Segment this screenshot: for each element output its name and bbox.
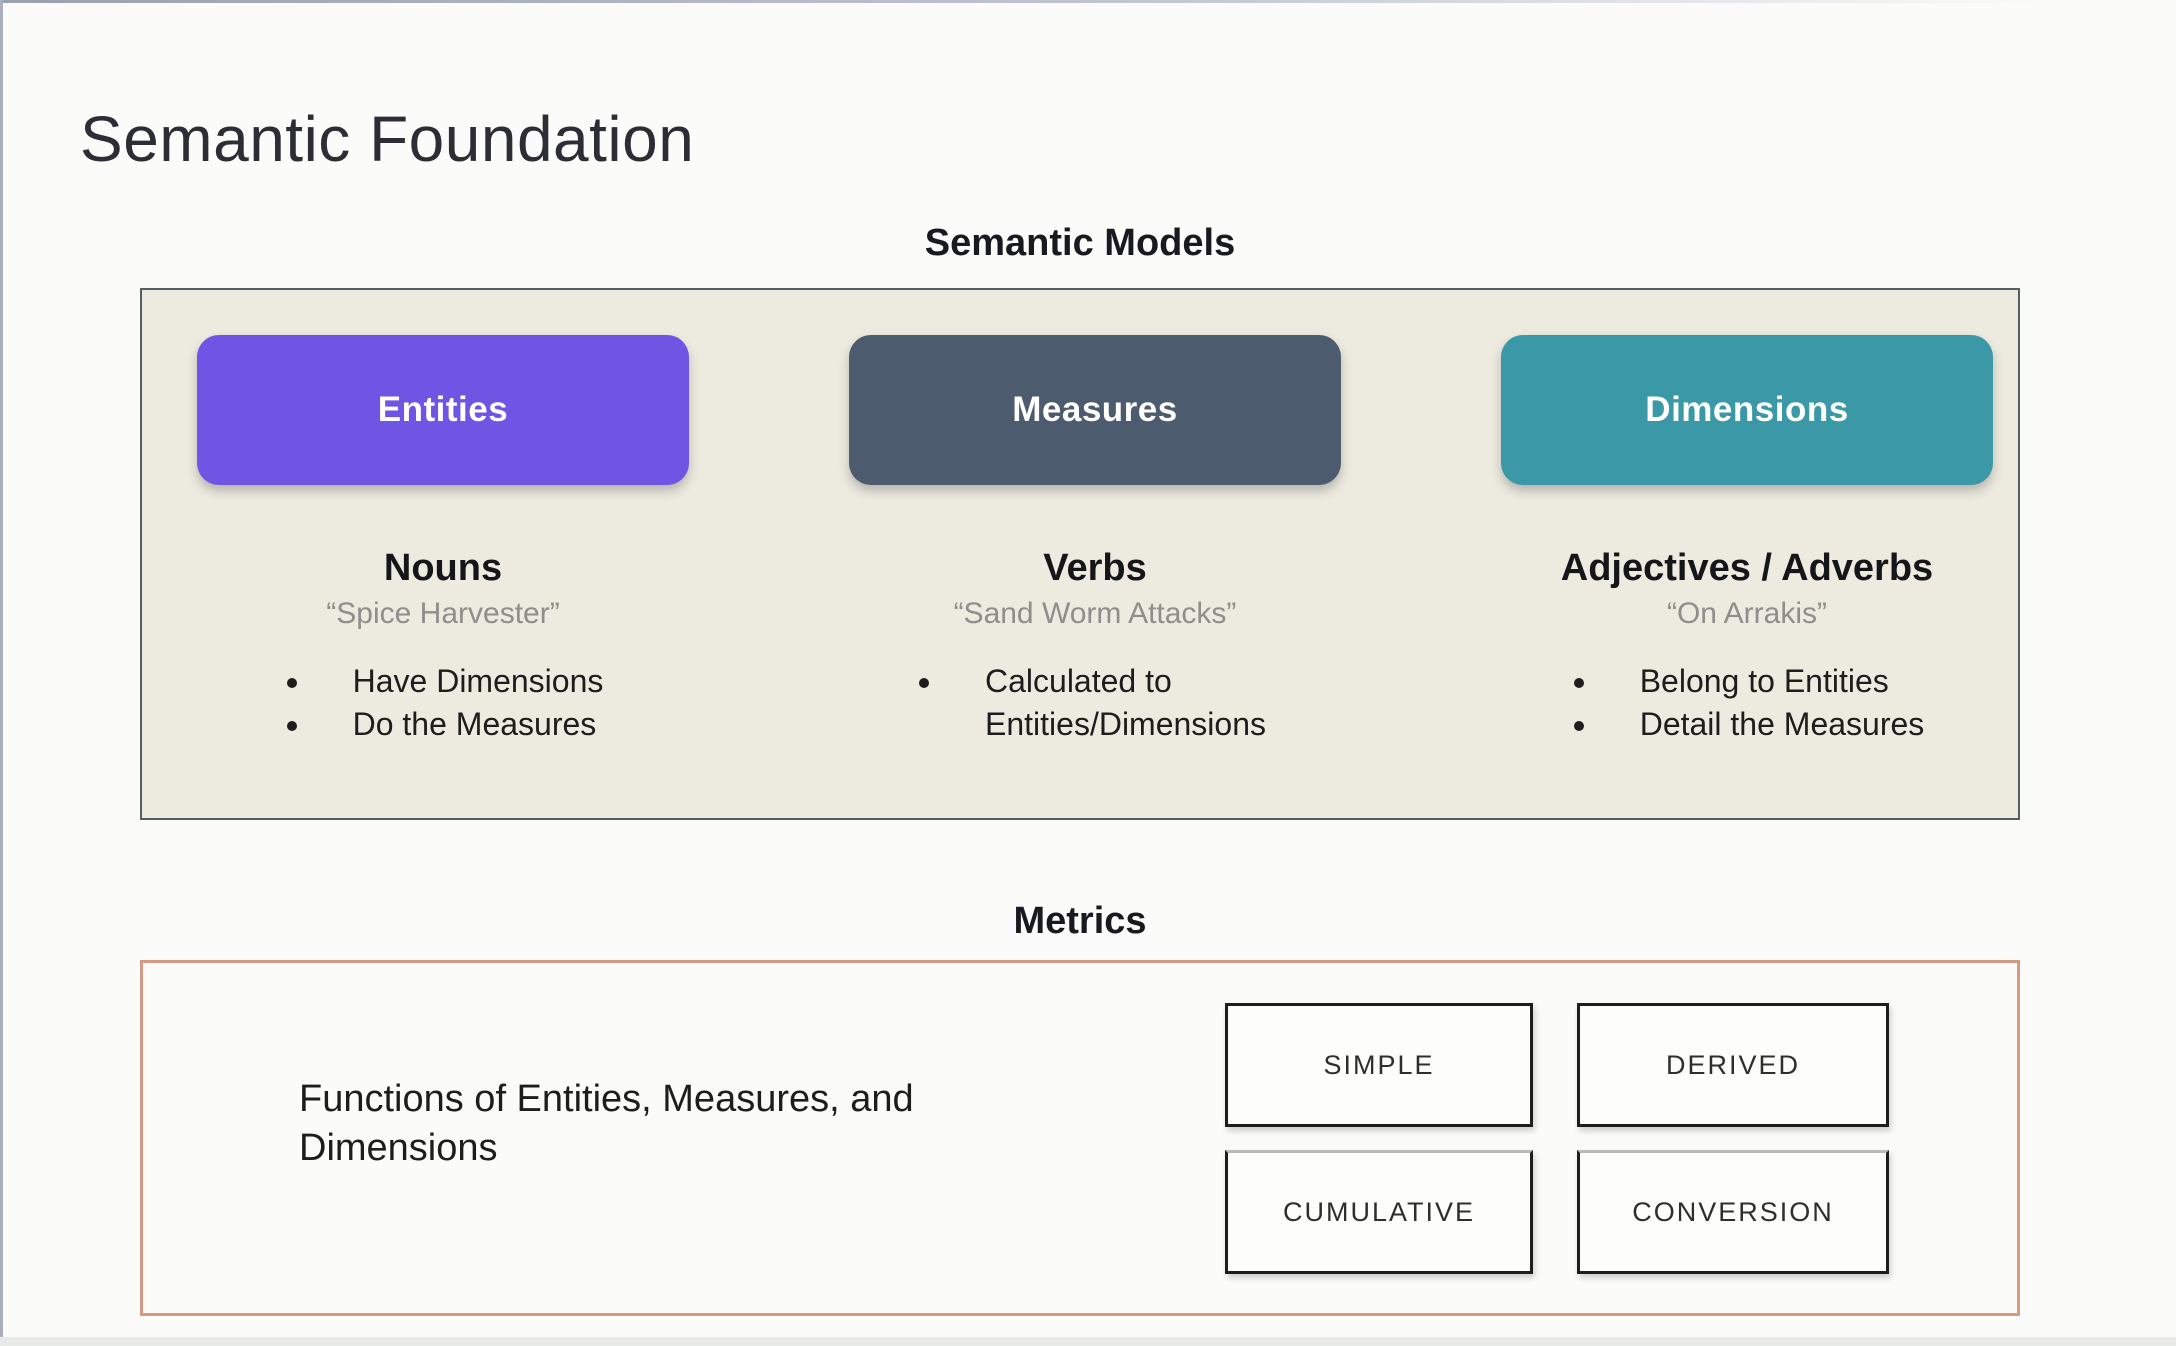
metric-type-label: CUMULATIVE (1282, 1196, 1476, 1227)
dimensions-example-quote: “On Arrakis” (1666, 596, 1828, 630)
metric-type-box-simple: SIMPLE (1225, 1003, 1533, 1127)
slide-bottom-border (0, 1337, 2176, 1346)
bullet-item: Belong to Entities (1600, 660, 1925, 703)
page-title: Semantic Foundation (80, 102, 695, 175)
entities-bullet-list: Have Dimensions Do the Measures (283, 660, 604, 746)
metric-type-label: CONVERSION (1632, 1196, 1834, 1227)
model-column-entities: Entities Nouns “Spice Harvester” Have Di… (197, 335, 689, 818)
semantic-models-heading: Semantic Models (924, 222, 1236, 264)
dimensions-role-heading: Adjectives / Adverbs (1560, 547, 1934, 589)
semantic-models-panel: Entities Nouns “Spice Harvester” Have Di… (140, 288, 2020, 820)
entities-role-heading: Nouns (383, 547, 503, 589)
metric-type-box-derived: DERIVED (1577, 1003, 1889, 1127)
measures-example-quote: “Sand Worm Attacks” (953, 596, 1237, 630)
metric-type-label: SIMPLE (1323, 1049, 1435, 1080)
slide-top-border (0, 0, 2176, 3)
model-column-dimensions: Dimensions Adjectives / Adverbs “On Arra… (1501, 335, 1993, 818)
model-column-measures: Measures Verbs “Sand Worm Attacks” Calcu… (849, 335, 1341, 818)
bullet-item: Do the Measures (313, 703, 604, 746)
metrics-description: Functions of Entities, Measures, and Dim… (299, 1078, 914, 1170)
metric-type-box-cumulative: CUMULATIVE (1225, 1150, 1533, 1274)
entities-node: Entities (197, 335, 689, 485)
measures-node: Measures (849, 335, 1341, 485)
metrics-panel: Functions of Entities, Measures, and Dim… (140, 960, 2020, 1316)
metric-types-grid: SIMPLE DERIVED CUMULATIVE CONVERSION (1225, 1003, 1889, 1274)
measures-role-heading: Verbs (1043, 547, 1147, 589)
metric-type-box-conversion: CONVERSION (1577, 1150, 1889, 1274)
metric-type-label: DERIVED (1665, 1049, 1801, 1080)
slide-left-border (0, 0, 3, 1346)
measures-bullet-list: Calculated to Entities/Dimensions (915, 660, 1275, 746)
bullet-item: Detail the Measures (1600, 703, 1925, 746)
metrics-heading: Metrics (1013, 900, 1147, 942)
bullet-item: Calculated to Entities/Dimensions (945, 660, 1275, 746)
entities-example-quote: “Spice Harvester” (326, 596, 560, 630)
dimensions-bullet-list: Belong to Entities Detail the Measures (1570, 660, 1925, 746)
dimensions-node: Dimensions (1501, 335, 1993, 485)
bullet-item: Have Dimensions (313, 660, 604, 703)
